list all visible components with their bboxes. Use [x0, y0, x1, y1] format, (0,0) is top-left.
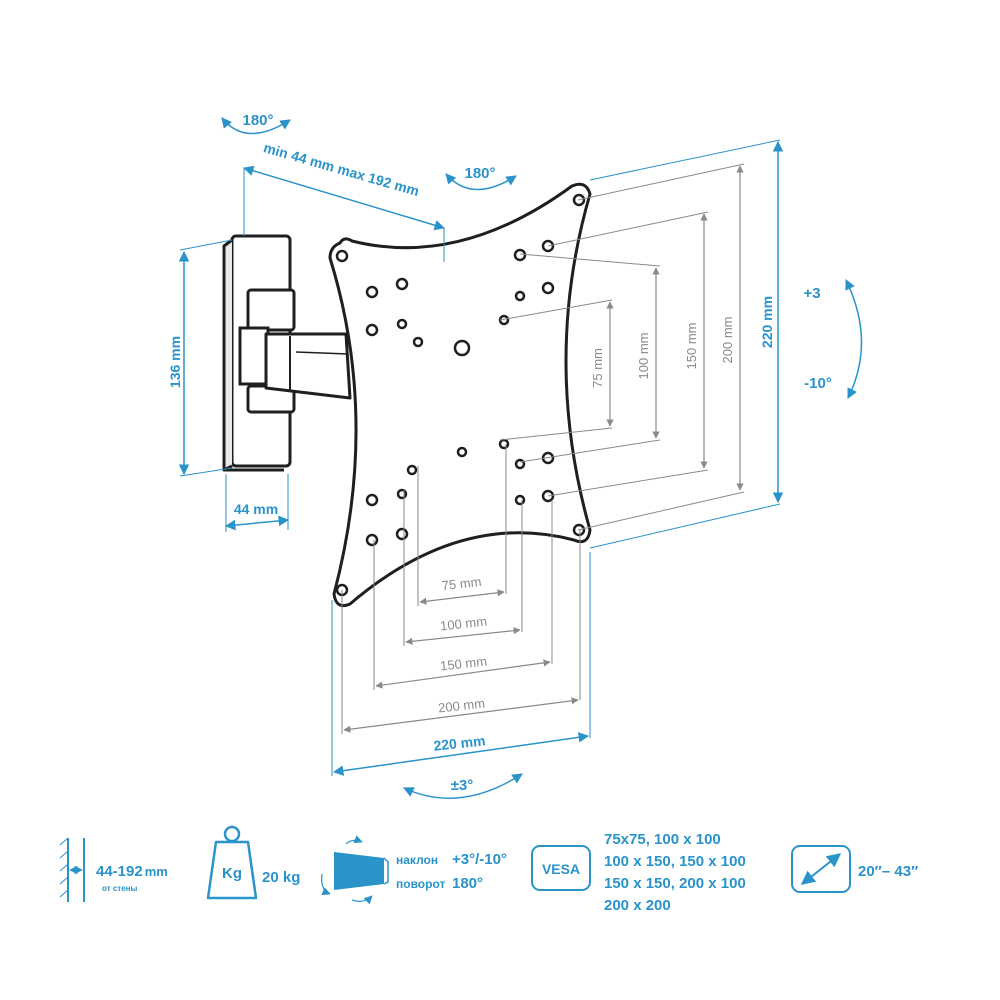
- spec-screen-size: 20″– 43″: [791, 845, 918, 893]
- mounting-hole: [395, 527, 409, 541]
- tilt-value: +3°/-10°: [452, 851, 507, 868]
- h200-label: 200 mm: [437, 696, 485, 716]
- mounting-hole: [406, 464, 418, 476]
- mounting-hole: [514, 290, 526, 302]
- rotate-arrow-icon: [403, 773, 523, 799]
- mounting-hole: [453, 339, 471, 357]
- weight-value: 20 kg: [262, 869, 300, 886]
- weight-icon-label: Kg: [222, 865, 242, 882]
- tilt-up-label: +3: [803, 285, 820, 302]
- vesa-plate: [328, 182, 592, 608]
- wall-distance-icon: [59, 837, 85, 902]
- rotation-top-left: 180°: [242, 112, 273, 129]
- rotation-bottom: ±3°: [451, 777, 474, 794]
- rotation-indicators: 180° 180° ±3° +3 -10°: [221, 112, 863, 799]
- mounting-hole: [335, 249, 349, 263]
- mounting-hole: [514, 494, 526, 506]
- rotate-arrow-icon: [445, 173, 517, 191]
- mounting-hole: [396, 488, 408, 500]
- gray-vesa-dimensions: [341, 163, 745, 734]
- wall-depth-arrow: [224, 515, 290, 531]
- weight-icon: [206, 825, 258, 900]
- mounting-hole: [513, 248, 527, 262]
- vesa-badge-icon: [531, 845, 591, 891]
- wall-depth-label: 44 mm: [234, 501, 278, 517]
- vesa-line: 150 x 150, 200 x 100: [604, 875, 746, 892]
- rotate-arrow-icon: [221, 117, 291, 135]
- rotation-top-mid: 180°: [464, 165, 495, 182]
- mounting-hole: [541, 281, 555, 295]
- v75-label: 75 mm: [590, 348, 605, 388]
- vesa-line: 75x75, 100 x 100: [604, 831, 721, 848]
- mounting-hole: [396, 318, 408, 330]
- tilt-label: наклон: [396, 853, 438, 867]
- vesa-badge-label: VESA: [542, 861, 580, 877]
- mount-drawing: [222, 182, 592, 608]
- h150-label: 150 mm: [439, 654, 487, 674]
- spec-tilt-swivel: наклон +3°/-10° поворот 180°: [321, 835, 507, 905]
- swivel-value: 180°: [452, 875, 483, 892]
- swivel-label: поворот: [396, 877, 445, 891]
- tilt-down-label: -10°: [804, 375, 832, 392]
- v150-label: 150 mm: [684, 323, 699, 370]
- vesa-line: 100 x 150, 150 x 100: [604, 853, 746, 870]
- mounting-hole: [365, 285, 379, 299]
- spec-vesa: VESA 75x75, 100 x 100 100 x 150, 150 x 1…: [531, 831, 746, 914]
- screen-size-value: 20″– 43″: [858, 863, 918, 880]
- spec-weight: Kg 20 kg: [206, 825, 300, 900]
- vesa-line: 200 x 200: [604, 897, 671, 914]
- h150-arrow: [375, 659, 551, 689]
- swing-arm: [264, 332, 352, 400]
- distance-caption: от стены: [102, 884, 137, 893]
- h100-label: 100 mm: [439, 614, 487, 634]
- plate-width-arrow: [332, 732, 590, 776]
- plate-width-label: 220 mm: [433, 732, 487, 753]
- mounting-hole: [365, 323, 379, 337]
- h100-arrow: [405, 627, 521, 645]
- mounting-hole: [412, 336, 424, 348]
- mounting-hole: [365, 533, 379, 547]
- mounting-hole: [365, 493, 379, 507]
- tilt-arrow-icon: [845, 279, 863, 399]
- tilt-swivel-icon: [321, 835, 389, 905]
- mounting-hole: [395, 277, 409, 291]
- h75-label: 75 mm: [441, 574, 482, 593]
- plate-height-label: 220 mm: [759, 296, 775, 348]
- mounting-hole: [456, 446, 468, 458]
- h200-arrow: [343, 697, 579, 733]
- v100-label: 100 mm: [636, 333, 651, 380]
- arm-extension-arrow: [242, 165, 446, 231]
- h75-arrow: [419, 589, 505, 605]
- screen-diagonal-icon: [791, 845, 851, 893]
- gray-vesa-labels: 75 mm 100 mm 150 mm 200 mm 75 mm 100 mm …: [437, 317, 735, 716]
- v200-label: 200 mm: [720, 317, 735, 364]
- mounting-hole: [498, 438, 510, 450]
- wall-height-label: 136 mm: [167, 336, 183, 388]
- arm-extension-label: min 44 mm max 192 mm: [262, 139, 421, 199]
